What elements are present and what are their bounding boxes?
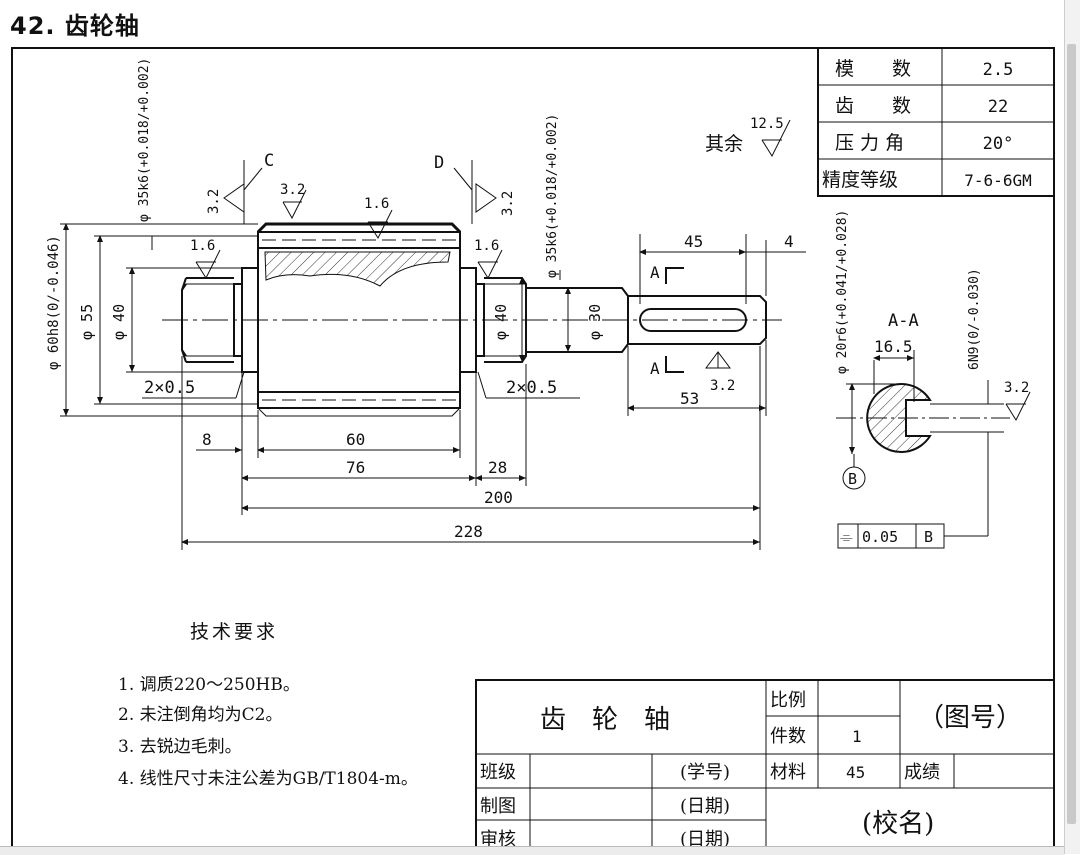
section-label-d: D [434, 153, 444, 173]
requirement-item-3: 3. 去锐边毛刺。 [118, 737, 242, 757]
param-label-pressure-angle: 压 力 角 [835, 132, 904, 154]
section-label-a-bottom: A [650, 359, 660, 378]
section-label-c: C [264, 151, 274, 171]
dim-d20r6: φ 20r6(+0.041/+0.028) [835, 210, 850, 374]
dim-4: 4 [784, 232, 794, 251]
geometric-tolerance-frame [837, 432, 989, 549]
requirements-title: 技术要求 [190, 621, 279, 643]
dim-200: 200 [484, 488, 513, 507]
dim-8: 8 [202, 430, 212, 449]
dim-d40-left: φ 40 [110, 304, 128, 340]
drawing-frame [11, 47, 1055, 846]
gear-parameter-table [817, 47, 1055, 197]
section-line-c [243, 160, 263, 224]
roughness-shaft-end: 3.2 [710, 378, 735, 394]
gear-break-hatch [264, 251, 451, 287]
tb-qty-value: 1 [852, 727, 862, 746]
roughness-keyway-side: 3.2 [1004, 380, 1029, 396]
roughness-left-journal: 1.6 [190, 238, 215, 254]
param-label-module: 模 数 [835, 58, 911, 80]
dim-d35k6-left: φ 35k6(+0.018/+0.002) [137, 58, 152, 222]
dim-16-5: 16.5 [874, 337, 913, 356]
roughness-c-left: 3.2 [206, 189, 222, 214]
datum-b-label: B [848, 470, 857, 488]
tb-grade-label: 成绩 [904, 762, 940, 783]
dim-d60h8: φ 60h8(0/-0.046) [46, 235, 62, 370]
tolerance-symbol: ⌯ [840, 527, 853, 546]
param-label-accuracy: 精度等级 [822, 169, 898, 191]
param-value-teeth: 22 [988, 97, 1008, 117]
horizontal-scrollbar[interactable] [0, 846, 1064, 855]
left-journal [181, 267, 259, 373]
tb-qty-label: 件数 [770, 726, 806, 747]
requirement-item-2: 2. 未注倒角均为C2。 [118, 705, 283, 725]
section-label-a-top: A [650, 263, 660, 282]
tb-material-label: 材料 [770, 762, 806, 783]
diameter-dims [60, 223, 571, 417]
tb-class-label: 班级 [480, 762, 516, 783]
page-title: 42. 齿轮轴 [10, 12, 140, 40]
tb-drawn-label: 制图 [480, 796, 516, 817]
tb-checked-date: (日期) [680, 829, 730, 846]
param-value-module: 2.5 [983, 60, 1014, 80]
requirement-item-4: 4. 线性尺寸未注公差为GB/T1804-m。 [118, 769, 418, 789]
tb-student-no: (学号) [680, 762, 730, 783]
section-line-d [453, 160, 473, 224]
tb-school: (校名) [862, 809, 934, 839]
dim-d30: φ 30 [586, 304, 604, 340]
dim-28: 28 [488, 458, 507, 477]
dim-d40-right: φ 40 [492, 304, 510, 340]
section-view-title: A-A [888, 311, 919, 331]
tb-scale-label: 比例 [770, 690, 806, 711]
tb-material-value: 45 [846, 763, 865, 782]
dim-d35k6-right: φ 35k6(+0.018/+0.002) [545, 114, 560, 278]
scrollbar-thumb[interactable] [1067, 44, 1076, 824]
param-value-pressure-angle: 20° [983, 134, 1014, 154]
param-label-teeth: 齿 数 [835, 95, 911, 117]
tb-drawn-date: (日期) [680, 796, 730, 817]
dim-228: 228 [454, 522, 483, 541]
roughness-right-journal: 1.6 [474, 238, 499, 254]
other-roughness-label: 其余 [705, 133, 743, 155]
tb-checked-label: 审核 [480, 829, 516, 846]
chamfer-left: 2×0.5 [144, 378, 195, 398]
dim-53: 53 [680, 389, 699, 408]
section-arrow-a-top [665, 267, 684, 284]
keyway [639, 308, 747, 332]
keyway-length-dims [639, 234, 806, 304]
section-arrow-a-bottom [665, 356, 684, 373]
dim-d55: φ 55 [78, 304, 96, 340]
requirement-item-1: 1. 调质220～250HB。 [118, 675, 300, 695]
dim-60: 60 [346, 430, 365, 449]
roughness-symbols [195, 183, 1031, 422]
other-roughness-value: 12.5 [750, 116, 784, 132]
length-dims [181, 346, 761, 550]
dim-key-6n9: 6N9(0/-0.030) [967, 268, 982, 370]
gear-root-dashed [262, 239, 456, 401]
dim-76: 76 [346, 458, 365, 477]
right-journal [459, 267, 767, 373]
tolerance-datum: B [924, 528, 933, 546]
title-block [475, 679, 1055, 846]
chamfer-right: 2×0.5 [506, 378, 557, 398]
section-aa-view [836, 383, 1010, 453]
roughness-d-right: 3.2 [500, 191, 516, 216]
roughness-left-shoulder: 3.2 [280, 182, 305, 198]
gear-shaft-drawing: 模 数 2.5 齿 数 22 压 力 角 20° 精度等级 7-6-6GM 其余… [11, 47, 1055, 846]
tb-part-name: 齿 轮 轴 [540, 705, 670, 735]
roughness-gear-top: 1.6 [364, 196, 389, 212]
tolerance-value: 0.05 [862, 528, 898, 546]
roughness-symbol-other [761, 119, 791, 158]
dim-45: 45 [684, 232, 703, 251]
param-value-accuracy: 7-6-6GM [964, 171, 1031, 190]
tb-drawing-no: （图号） [918, 703, 1022, 733]
